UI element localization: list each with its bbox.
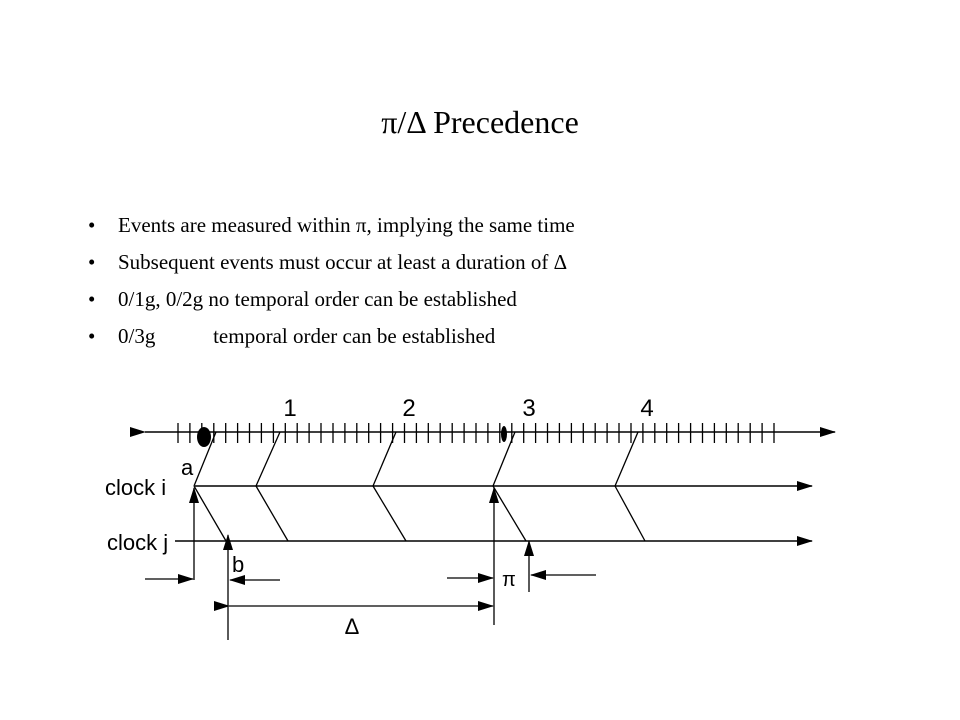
bullet-item: • Subsequent events must occur at least a… [88,250,575,287]
clock-j-ticks [193,485,646,542]
bullet-text: Subsequent events must occur at least a … [118,250,568,274]
measurement-verticals [189,487,534,640]
bullet-list: • Events are measured within π, implying … [88,213,575,361]
bullet-text: Events are measured within π, implying t… [118,213,575,237]
event-a-label: a [181,455,194,480]
bullet-dot: • [88,287,96,311]
bullet-text: 0/1g, 0/2g no temporal order can be esta… [118,287,517,311]
pi-label: π [502,569,516,591]
tick-label-2: 2 [402,395,415,422]
tick-label-4: 4 [640,395,653,422]
bullet-item: • 0/3g temporal order can be established [88,324,575,361]
bullet-dot: • [88,213,96,237]
timeline-ticks [177,423,775,443]
delta-label: Δ [345,614,360,639]
bullet-dot: • [88,324,96,348]
tick-label-1: 1 [283,395,296,422]
bullet-dot: • [88,250,96,274]
event-b-dot [501,426,507,442]
slide-title: π/Δ Precedence [381,104,579,140]
event-b-label: b [232,552,244,577]
bullet-item: • 0/1g, 0/2g no temporal order can be est… [88,287,575,324]
event-a-dot [197,427,211,447]
tick-label-3: 3 [522,395,535,422]
bullet-item: • Events are measured within π, implying … [88,213,575,250]
clock-j-label: clock j [107,530,168,555]
clock-i-label: clock i [105,475,166,500]
bullet-text: 0/3g temporal order can be established [118,324,496,348]
clock-i-ticks [193,431,639,487]
